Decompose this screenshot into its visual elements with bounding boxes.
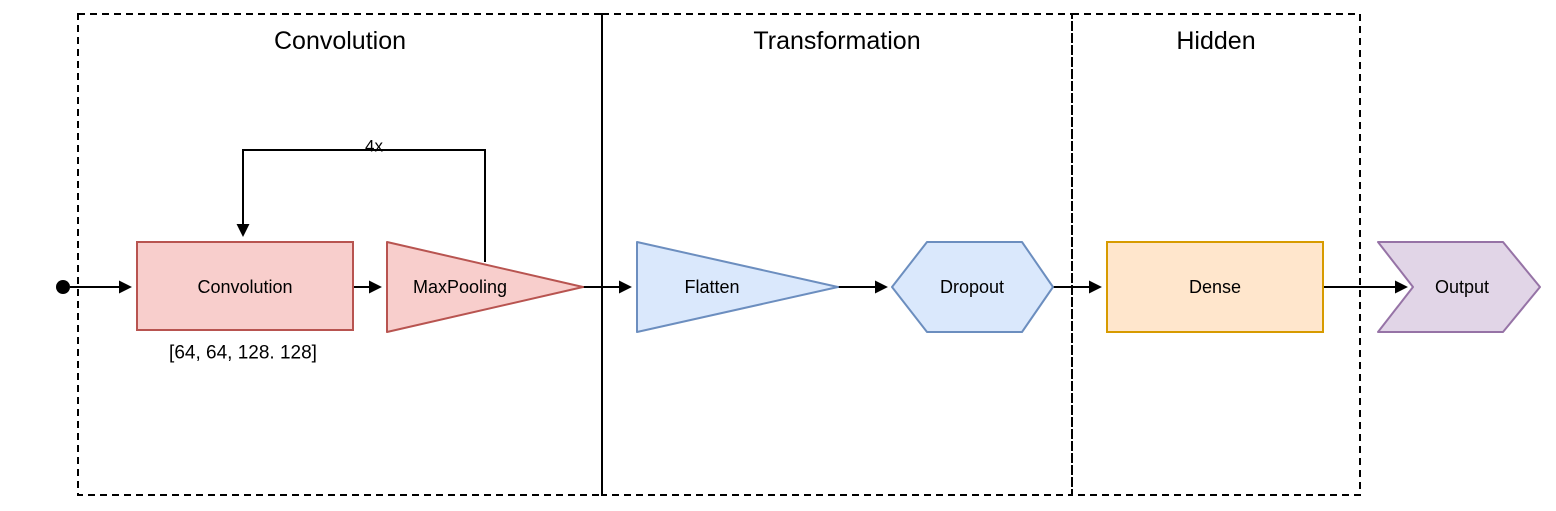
node-dropout-label: Dropout [940,277,1004,297]
section-convolution-title: Convolution [274,27,406,55]
loop-count-label: 4x [365,137,383,156]
node-output: Output [1377,241,1541,333]
node-output-shape [1377,241,1541,333]
section-hidden: Hidden [1071,13,1361,496]
node-convolution-params-label: [64, 64, 128. 128] [169,343,317,364]
section-hidden-title: Hidden [1176,27,1255,55]
node-maxpooling: MaxPooling [386,241,584,333]
section-transformation-title: Transformation [753,27,920,55]
node-flatten: Flatten [636,241,839,333]
section-hidden-border [1071,13,1361,496]
node-output-label: Output [1435,277,1489,297]
node-flatten-shape [636,241,839,333]
edges [56,149,1408,294]
section-convolution: Convolution [77,13,603,496]
node-dense: Dense [1106,241,1324,333]
node-dense-shape [1106,241,1324,333]
start-dot [56,280,70,294]
node-maxpooling-shape [386,241,584,333]
loop-edge-maxpooling-to-convolution [236,149,486,262]
node-dropout-shape [891,241,1054,333]
section-convolution-border [77,13,603,496]
node-flatten-label: Flatten [684,277,739,297]
node-dense-label: Dense [1189,277,1241,297]
node-convolution-label: Convolution [197,277,292,297]
node-convolution: Convolution [64, 64, 128. 128] [136,241,354,364]
node-convolution-shape [136,241,354,331]
node-dropout: Dropout [891,241,1054,333]
node-maxpooling-label: MaxPooling [413,277,507,297]
